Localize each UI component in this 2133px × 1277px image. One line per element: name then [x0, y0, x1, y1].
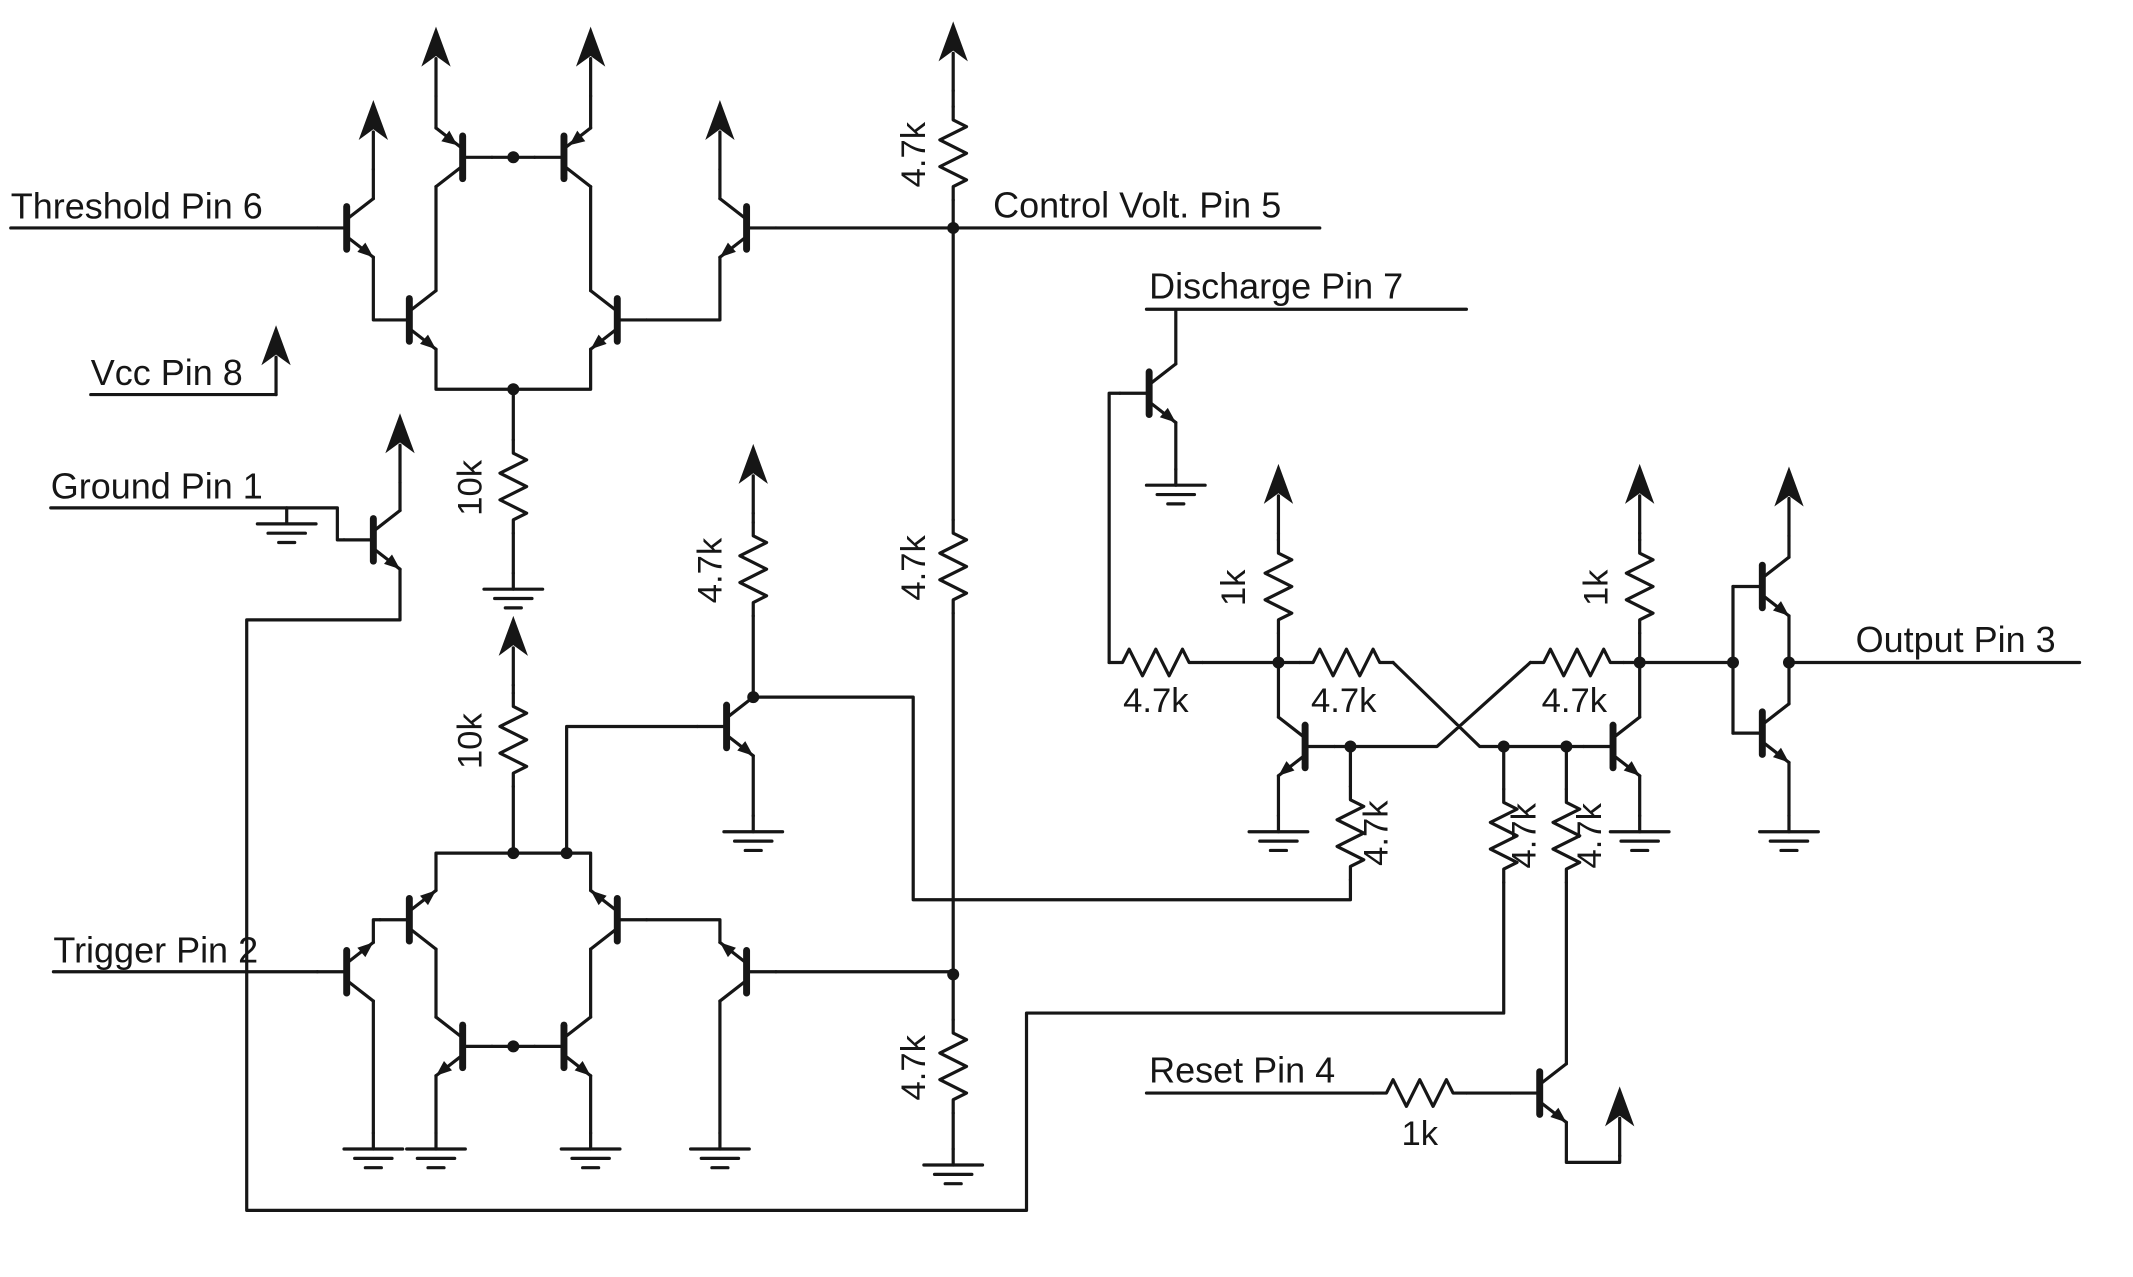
resistor: [938, 105, 969, 202]
vcc-arrow-icon: [1262, 462, 1295, 535]
ground-symbol: [688, 1131, 751, 1170]
junction-dots: [507, 151, 1795, 1053]
resistor-value-label: 1k: [1578, 569, 1616, 606]
npn-transistor: [344, 511, 400, 570]
pin-label-threshold: Threshold Pin 6: [11, 186, 263, 227]
pin-label-output: Output Pin 3: [1856, 619, 2056, 660]
npn-transistor: [591, 890, 647, 949]
npn-transistor-output-upper: [1733, 557, 1789, 616]
npn-transistor: [697, 697, 753, 756]
npn-transistor: [317, 942, 373, 1001]
resistor-value-label: 1k: [1215, 569, 1253, 606]
ground-symbol: [482, 571, 545, 610]
resistor: [498, 691, 529, 789]
npn-transistor-output-lower: [1733, 704, 1789, 763]
resistor-value-label: 4.7k: [1123, 682, 1189, 720]
resistor-value-label: 4.7k: [895, 534, 933, 600]
resistor-value-label: 4.7k: [691, 537, 729, 603]
vcc-arrow-icon: [1623, 462, 1656, 535]
resistor: [1107, 647, 1205, 678]
ground-symbol: [1144, 467, 1207, 506]
npn-transistor: [380, 890, 436, 949]
resistor-value-label: 4.7k: [1506, 802, 1544, 868]
npn-transistor-discharge: [1120, 364, 1176, 423]
resistor-value-label: 4.7k: [1571, 802, 1609, 868]
pnp-transistor: [535, 128, 591, 187]
ground-symbol: [559, 1131, 622, 1170]
resistor: [1298, 647, 1395, 678]
npn-transistor-reset: [1510, 1064, 1566, 1123]
resistor-value-label: 4.7k: [1311, 682, 1377, 720]
resistor: [938, 518, 969, 615]
pin-label-reset: Reset Pin 4: [1149, 1049, 1335, 1090]
ground-symbol: [405, 1131, 467, 1170]
npn-transistor: [591, 291, 647, 350]
vcc-arrow-icon: [419, 25, 453, 98]
resistor: [938, 1018, 969, 1115]
resistor-value-label: 4.7k: [1358, 800, 1396, 866]
resistor-value-label: 1k: [1401, 1115, 1438, 1153]
resistor: [1528, 647, 1626, 678]
npn-transistor-ff-left: [1278, 717, 1334, 776]
resistor: [738, 520, 769, 618]
resistor-value-label: 10k: [451, 459, 489, 516]
npn-transistor-ff-right: [1584, 717, 1640, 776]
npn-transistor: [720, 199, 776, 258]
vcc-arrow-icon: [703, 98, 737, 171]
npn-transistor: [720, 942, 776, 1001]
ground-symbol: [922, 1147, 985, 1186]
resistor-value-label: 4.7k: [895, 121, 933, 187]
pnp-transistor: [436, 128, 492, 187]
pin-label-vcc: Vcc Pin 8: [91, 352, 243, 393]
resistor-value-label: 4.7k: [895, 1034, 933, 1100]
ground-symbol: [1758, 814, 1820, 853]
vcc-arrow-icon: [574, 25, 607, 98]
vcc-arrow-icon: [259, 323, 293, 397]
pin-label-trigger: Trigger Pin 2: [53, 929, 258, 970]
ground-symbol: [1247, 814, 1310, 853]
npn-transistor: [436, 1017, 492, 1076]
vcc-arrow-icon: [736, 442, 770, 515]
vcc-arrow-icon: [936, 19, 970, 93]
npn-transistor: [317, 199, 373, 258]
resistor-value-label: 4.7k: [1542, 682, 1608, 720]
pin-label-discharge: Discharge Pin 7: [1149, 266, 1403, 307]
resistor-value-label: 10k: [451, 713, 489, 770]
ground-symbol: [255, 506, 318, 545]
resistor: [1624, 538, 1655, 635]
vcc-arrow-icon: [1603, 1084, 1636, 1158]
npn-transistor: [535, 1017, 591, 1076]
vcc-arrow-icon: [383, 411, 417, 485]
vcc-arrow-icon: [357, 98, 390, 171]
ground-symbol: [342, 1131, 405, 1170]
vcc-arrow-icon: [1772, 464, 1806, 538]
pin-label-control: Control Volt. Pin 5: [993, 184, 1281, 225]
resistor: [1371, 1078, 1468, 1108]
wire-network: [9, 89, 2082, 1212]
npn-transistor: [380, 291, 436, 350]
vcc-arrow-icon: [497, 614, 530, 687]
resistor: [498, 438, 529, 535]
ground-symbol: [1608, 814, 1671, 853]
pin-label-ground: Ground Pin 1: [51, 466, 263, 507]
ground-symbol: [722, 814, 785, 853]
resistor: [1263, 538, 1294, 635]
